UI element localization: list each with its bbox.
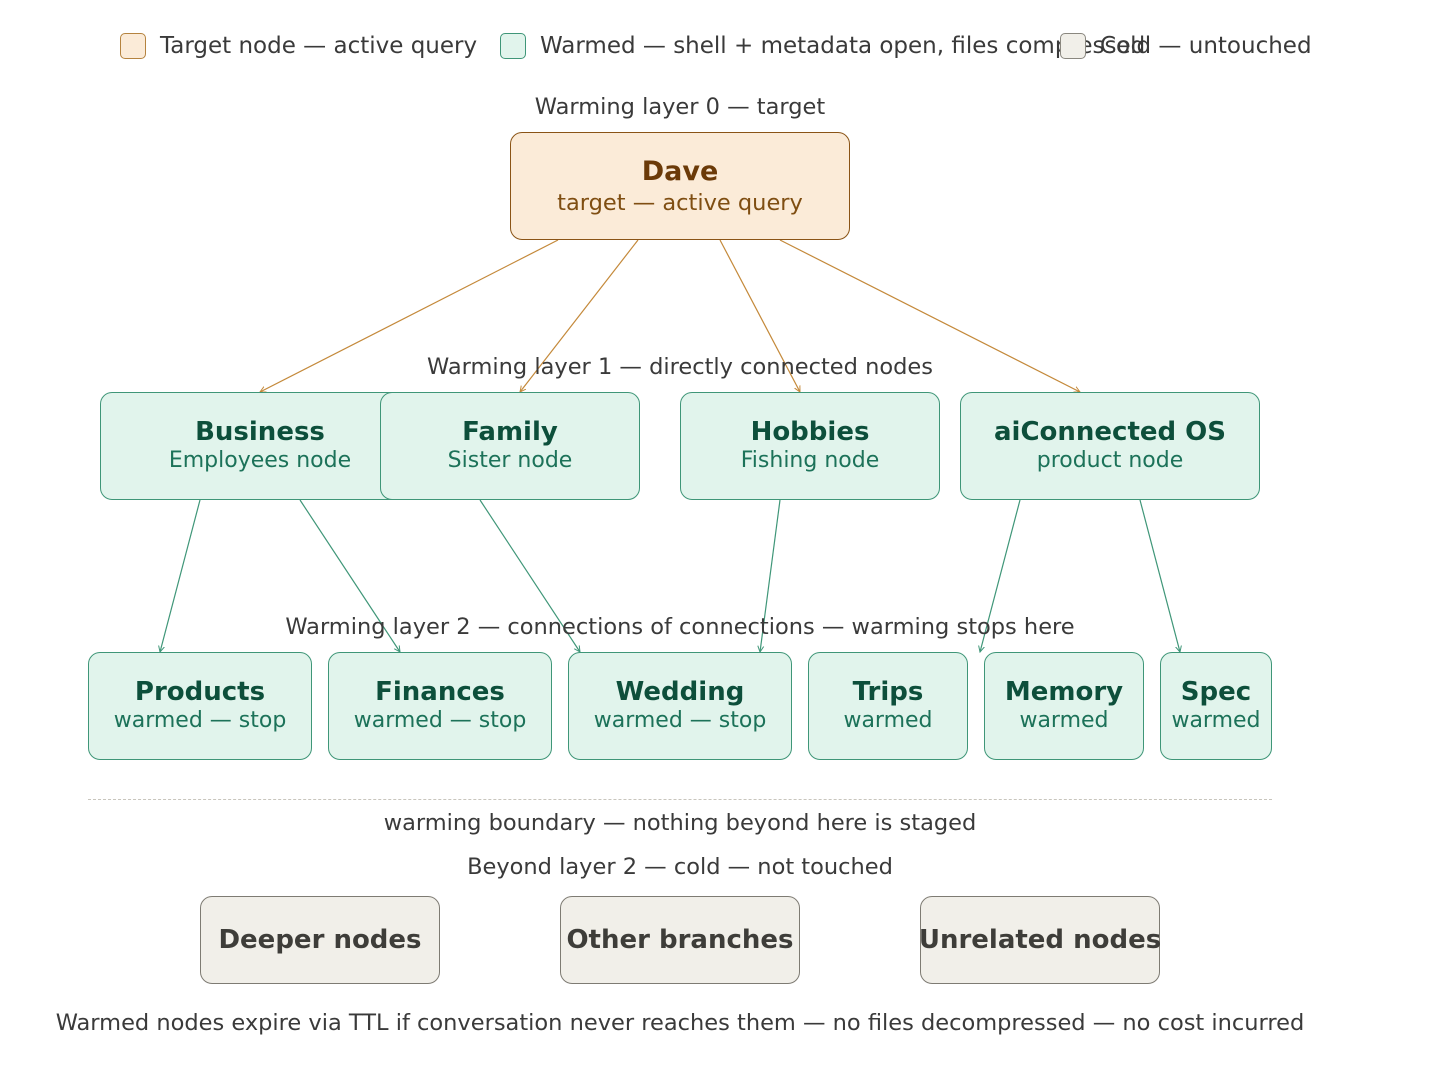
node-dave[interactable]: Dave target — active query xyxy=(510,132,850,240)
edge-dave-family xyxy=(520,239,639,392)
legend-warmed-swatch xyxy=(500,33,526,59)
node-title: Trips xyxy=(852,677,924,707)
edge-aiconnected-memory xyxy=(980,499,1021,652)
node-title: Finances xyxy=(375,677,505,707)
node-subtitle: product node xyxy=(1036,448,1184,473)
node-unrelated-nodes[interactable]: Unrelated nodes xyxy=(918,896,1162,984)
footer-note: Warmed nodes expire via TTL if conversat… xyxy=(55,1010,1305,1036)
edge-aiconnected-spec xyxy=(1139,499,1180,652)
node-subtitle: warmed xyxy=(1171,708,1261,733)
node-finances[interactable]: Finances warmed — stop xyxy=(328,652,552,760)
legend-warmed: Warmed — shell + metadata open, files co… xyxy=(500,32,1145,60)
node-title: Products xyxy=(134,677,266,707)
node-title: Family xyxy=(462,417,558,447)
node-wedding[interactable]: Wedding warmed — stop xyxy=(568,652,792,760)
node-title: Memory xyxy=(1004,677,1124,707)
node-subtitle: Employees node xyxy=(168,448,352,473)
node-aiconnected-os[interactable]: aiConnected OS product node xyxy=(960,392,1260,500)
node-products[interactable]: Products warmed — stop xyxy=(88,652,312,760)
node-title: Dave xyxy=(641,156,719,187)
legend-cold-swatch xyxy=(1060,33,1086,59)
edge-business-finances xyxy=(299,499,400,652)
node-subtitle: Sister node xyxy=(447,448,573,473)
node-title: Spec xyxy=(1180,677,1252,707)
node-spec[interactable]: Spec warmed xyxy=(1160,652,1272,760)
node-family[interactable]: Family Sister node xyxy=(380,392,640,500)
node-deeper-nodes[interactable]: Deeper nodes xyxy=(200,896,440,984)
node-title: Wedding xyxy=(615,677,745,707)
edge-dave-business xyxy=(260,239,559,393)
edge-dave-hobbies xyxy=(719,239,801,392)
beyond-layer-label: Beyond layer 2 — cold — not touched xyxy=(467,854,893,880)
warming-boundary-line xyxy=(88,799,1272,800)
warming-boundary-label: warming boundary — nothing beyond here i… xyxy=(383,810,977,836)
legend-target-swatch xyxy=(120,33,146,59)
node-hobbies[interactable]: Hobbies Fishing node xyxy=(680,392,940,500)
legend-cold: Cold — untouched xyxy=(1060,32,1312,60)
legend-target: Target node — active query xyxy=(120,32,477,60)
node-title: Other branches xyxy=(566,925,794,955)
node-title: Business xyxy=(195,417,325,447)
node-memory[interactable]: Memory warmed xyxy=(984,652,1144,760)
node-other-branches[interactable]: Other branches xyxy=(560,896,800,984)
node-trips[interactable]: Trips warmed xyxy=(808,652,968,760)
layer-0-label: Warming layer 0 — target xyxy=(534,94,826,120)
legend-cold-label: Cold — untouched xyxy=(1100,33,1312,59)
node-subtitle: warmed — stop xyxy=(593,708,767,733)
node-title: Unrelated nodes xyxy=(918,925,1162,955)
node-business[interactable]: Business Employees node xyxy=(100,392,420,500)
node-subtitle: Fishing node xyxy=(740,448,880,473)
legend-target-label: Target node — active query xyxy=(160,33,478,59)
node-subtitle: warmed — stop xyxy=(113,708,287,733)
node-subtitle: warmed xyxy=(1019,708,1109,733)
node-title: aiConnected OS xyxy=(993,417,1227,447)
edge-dave-aiconnected xyxy=(779,239,1080,393)
node-title: Hobbies xyxy=(750,417,870,447)
node-subtitle: warmed xyxy=(843,708,933,733)
legend-warmed-label: Warmed — shell + metadata open, files co… xyxy=(540,33,1146,59)
layer-2-label: Warming layer 2 — connections of connect… xyxy=(285,614,1075,640)
edge-hobbies-wedding xyxy=(760,499,781,652)
node-title: Deeper nodes xyxy=(218,925,422,955)
edge-business-products xyxy=(160,499,201,652)
layer-1-label: Warming layer 1 — directly connected nod… xyxy=(427,354,933,380)
node-subtitle: warmed — stop xyxy=(353,708,527,733)
node-subtitle: target — active query xyxy=(557,190,803,216)
edge-family-wedding xyxy=(479,499,580,652)
